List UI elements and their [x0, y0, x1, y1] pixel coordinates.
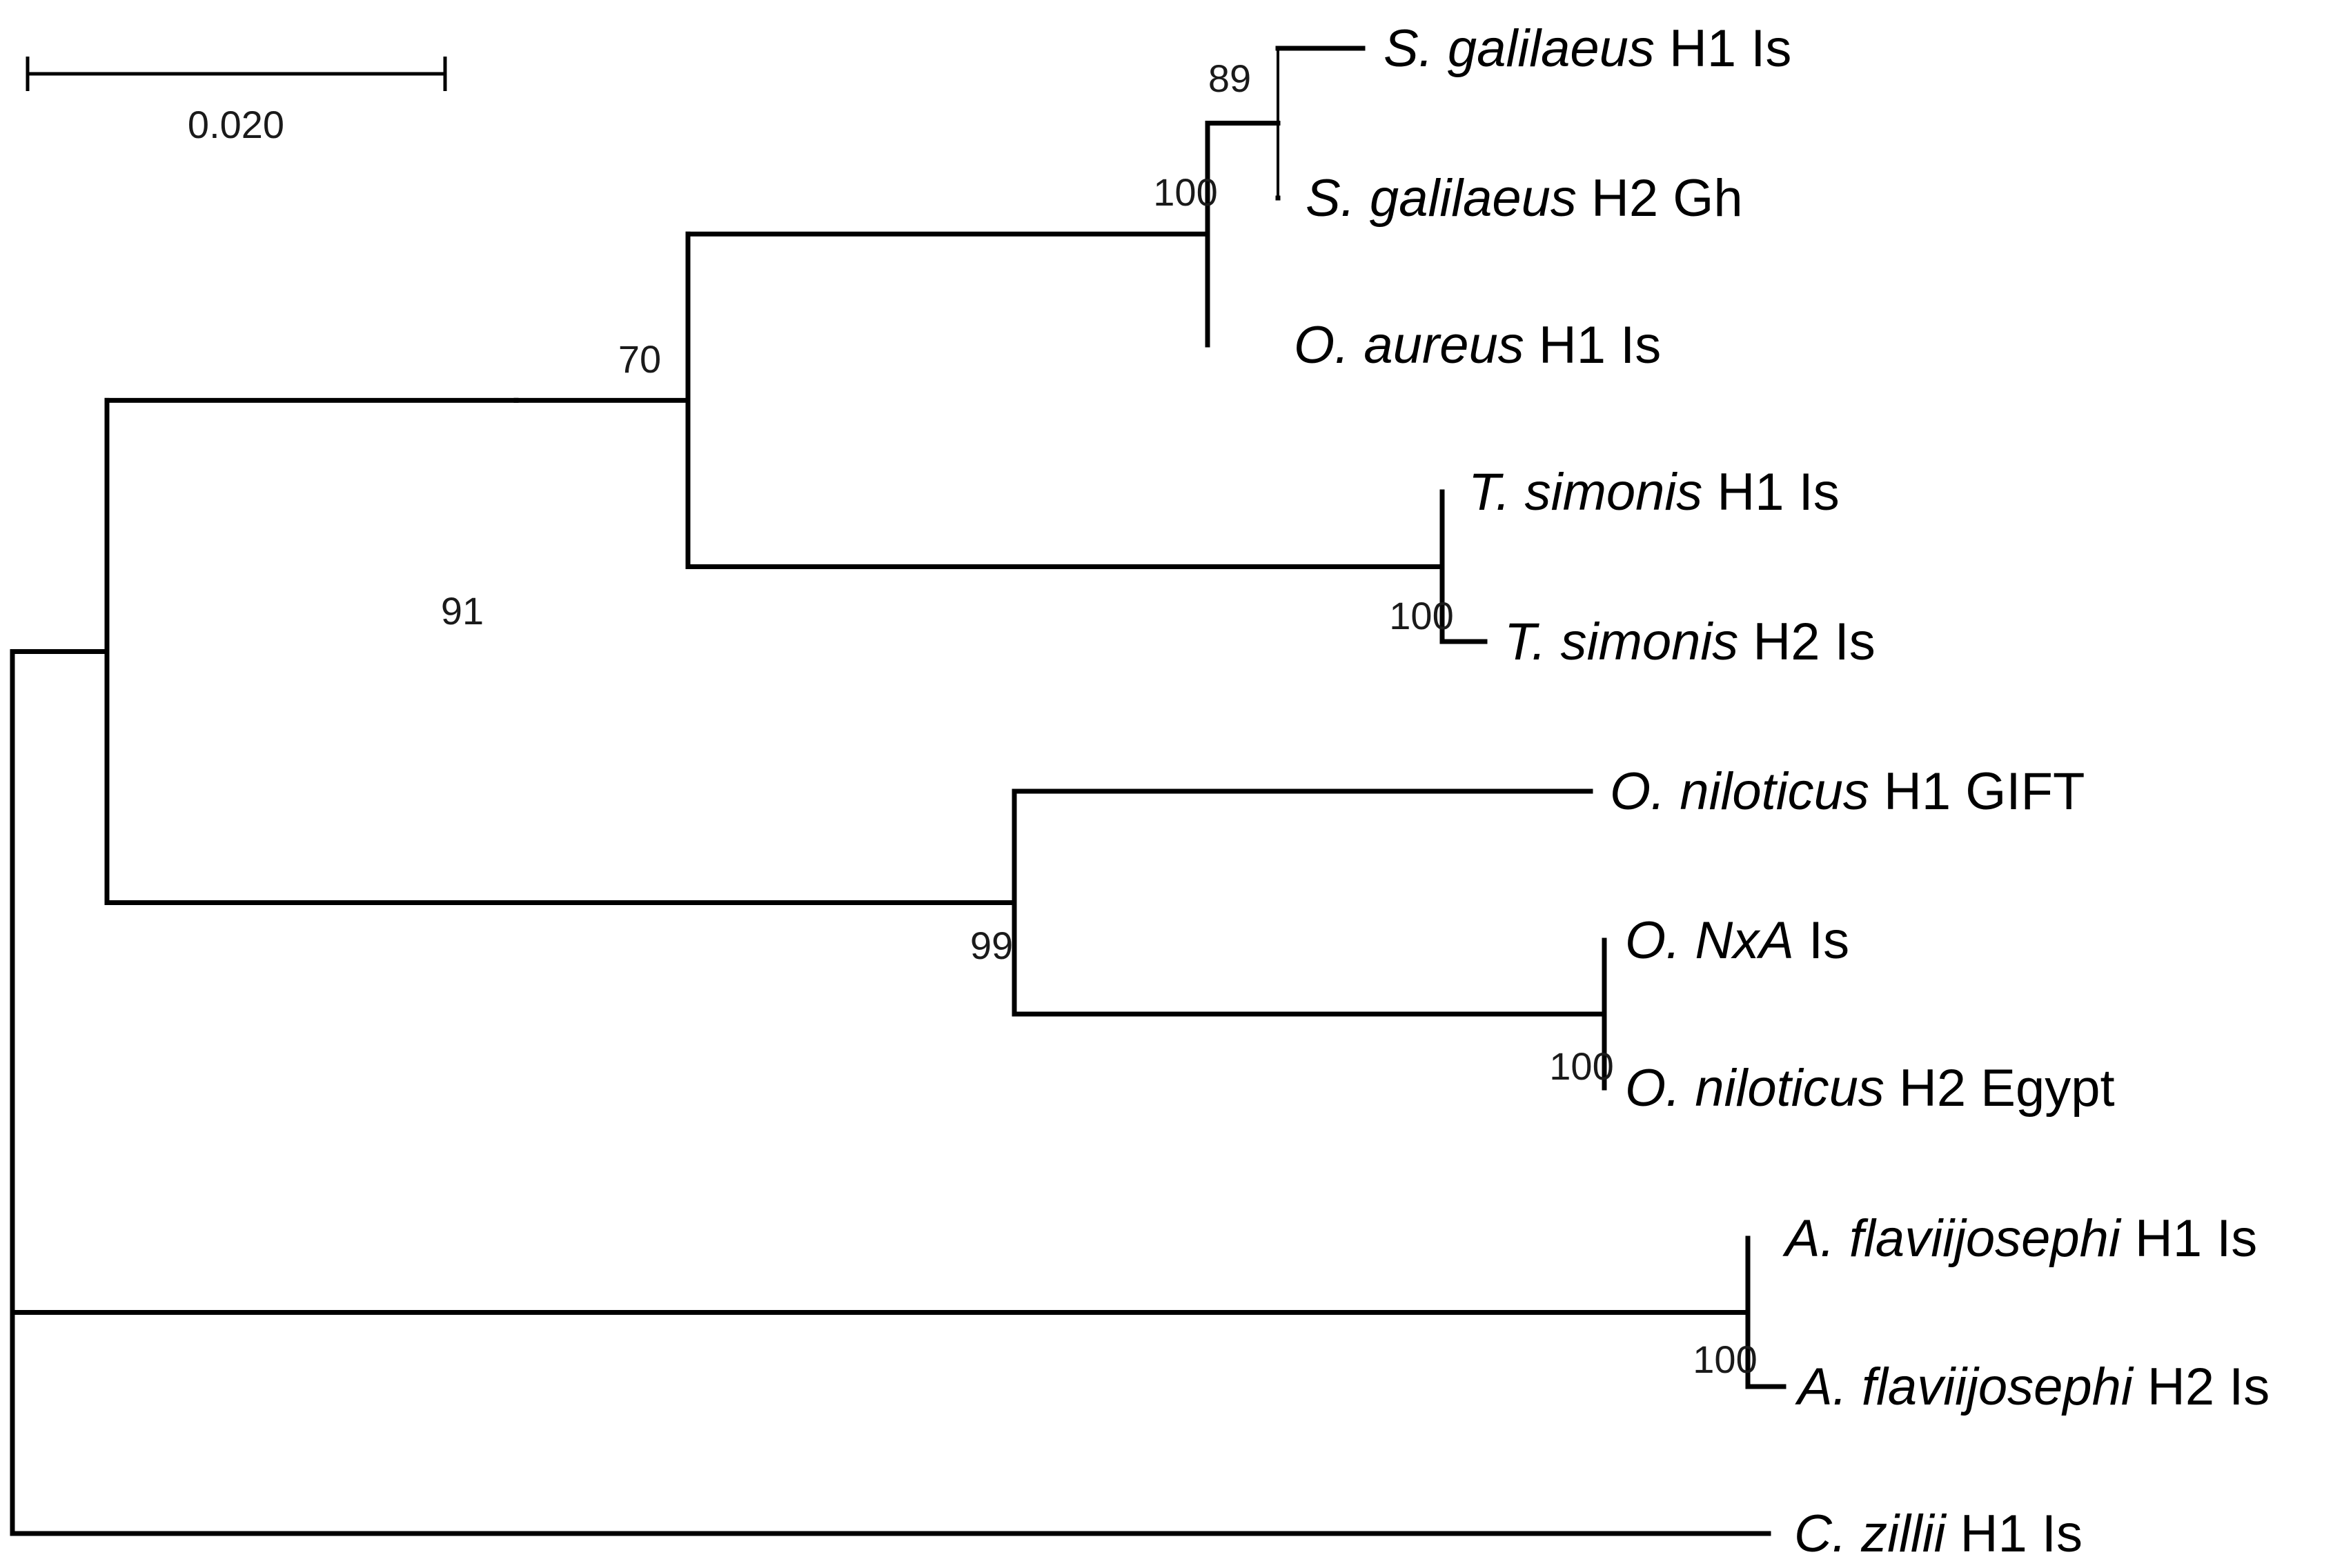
taxon-label-afla_h1: A. flaviijosephi H1 Is: [1782, 1209, 2257, 1268]
species-name: T. simonis: [1468, 463, 1702, 522]
bootstrap-values: 89 100 100 70 100 99 91 100: [441, 57, 1758, 1381]
haplotype-origin: H1 Is: [1524, 316, 1662, 375]
species-name: O. niloticus: [1625, 1059, 1884, 1118]
taxon-label-sgal_h1: S. galilaeus H1 Is: [1384, 19, 1791, 78]
taxon-label-onil_h1: O. niloticus H1 GIFT: [1610, 762, 2085, 821]
species-name: T. simonis: [1504, 613, 1738, 671]
species-name: O. NxA: [1625, 911, 1794, 970]
haplotype-origin: H2 Egypt: [1884, 1059, 2115, 1118]
taxon-label-czil_h1: C. zillii H1 Is: [1794, 1505, 2083, 1563]
species-name: S. galilaeus: [1384, 19, 1655, 78]
bootstrap-n99: 99: [970, 924, 1013, 967]
haplotype-origin: H1 Is: [1702, 463, 1840, 522]
haplotype-origin: H1 GIFT: [1869, 762, 2085, 821]
bootstrap-n70: 70: [618, 337, 661, 381]
bootstrap-n89: 89: [1208, 57, 1251, 100]
haplotype-origin: H1 Is: [1655, 19, 1792, 78]
taxon-label-onxa: O. NxA Is: [1625, 911, 1849, 970]
taxon-label-tsim_h2: T. simonis H2 Is: [1504, 613, 1876, 671]
species-name: O. niloticus: [1610, 762, 1869, 821]
scale-bar: 0.020: [26, 57, 447, 146]
bootstrap-n100b: 100: [1389, 594, 1453, 637]
haplotype-origin: Is: [1794, 911, 1849, 970]
taxon-labels: S. galilaeus H1 IsS. galilaeus H2 GhO. a…: [1294, 19, 2270, 1563]
tree-branches: [10, 46, 1786, 1536]
species-name: A. flaviijosephi: [1795, 1358, 2134, 1416]
species-name: C. zillii: [1794, 1505, 1947, 1563]
taxon-label-onil_h2: O. niloticus H2 Egypt: [1625, 1059, 2115, 1118]
haplotype-origin: H1 Is: [2120, 1209, 2258, 1268]
taxon-label-afla_h2: A. flaviijosephi H2 Is: [1795, 1358, 2270, 1416]
bootstrap-n91: 91: [441, 589, 484, 633]
scale-bar-label: 0.020: [188, 103, 284, 146]
species-name: S. galilaeus: [1306, 169, 1577, 228]
taxon-label-sgal_h2: S. galilaeus H2 Gh: [1306, 169, 1743, 228]
haplotype-origin: H2 Is: [2133, 1358, 2270, 1416]
species-name: A. flaviijosephi: [1782, 1209, 2122, 1268]
species-name: O. aureus: [1294, 316, 1524, 375]
bootstrap-n100d: 100: [1693, 1338, 1757, 1381]
haplotype-origin: H2 Gh: [1577, 169, 1743, 228]
haplotype-origin: H1 Is: [1946, 1505, 2083, 1563]
bootstrap-n100c: 100: [1549, 1044, 1613, 1088]
taxon-label-oaur_h1: O. aureus H1 Is: [1294, 316, 1661, 375]
taxon-label-tsim_h1: T. simonis H1 Is: [1468, 463, 1840, 522]
bootstrap-n100a: 100: [1153, 170, 1217, 214]
haplotype-origin: H2 Is: [1738, 613, 1876, 671]
